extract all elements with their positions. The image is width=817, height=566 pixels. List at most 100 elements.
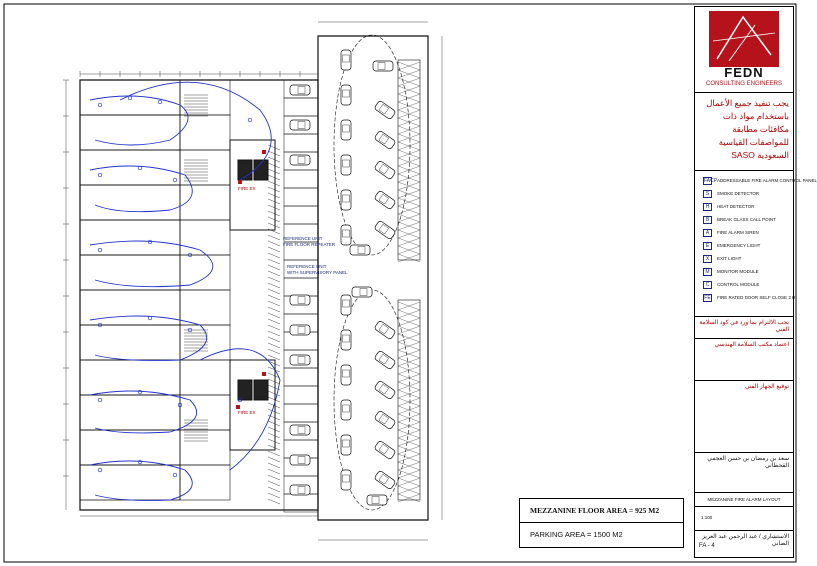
wall-hatch xyxy=(267,432,281,439)
wall-hatch xyxy=(267,372,281,379)
car-window xyxy=(378,443,389,455)
core-room xyxy=(229,139,276,231)
parked-car xyxy=(340,329,352,351)
scale-value: 1:100 xyxy=(701,515,713,520)
ramp-hatch xyxy=(397,253,421,263)
parking-side-bay xyxy=(283,367,319,387)
car-window xyxy=(297,326,306,334)
unit-service-room xyxy=(179,359,231,396)
ramp-hatch xyxy=(397,237,421,247)
smoke-detector-icon xyxy=(97,102,103,108)
parking-side-bay xyxy=(283,277,319,297)
core-room xyxy=(229,359,276,451)
ramp-hatch xyxy=(397,341,421,351)
parked-car xyxy=(374,350,396,370)
smoke-detector-icon xyxy=(247,117,253,123)
ramp-hatch xyxy=(397,245,421,255)
ramp-hatch xyxy=(397,189,421,199)
wall-hatch xyxy=(267,438,281,445)
fire-ex-label-1: FIRE EX xyxy=(238,186,256,191)
unit-service-room xyxy=(179,464,231,501)
ramp-hatch xyxy=(397,421,421,431)
unit-room xyxy=(79,149,181,186)
unit-room xyxy=(79,324,181,361)
wall-hatch xyxy=(267,270,281,277)
project-label: MEZZANINE FIRE ALARM LAYOUT xyxy=(695,493,793,507)
legend-label: SMOKE DETECTOR xyxy=(717,191,760,196)
car-body xyxy=(374,130,396,150)
parked-car xyxy=(340,364,352,386)
legend-label: MONITOR MODULE xyxy=(717,269,759,274)
ramp-hatch xyxy=(397,493,421,503)
ramp-hatch xyxy=(397,325,421,335)
car-body xyxy=(374,380,396,400)
car-body xyxy=(374,440,396,460)
car-window xyxy=(378,353,389,365)
parking-side-bay xyxy=(283,493,319,513)
car-window xyxy=(297,296,306,304)
wall-hatch xyxy=(267,204,281,211)
wall-hatch xyxy=(267,156,281,163)
wall-hatch xyxy=(267,366,281,373)
car-body xyxy=(374,470,396,490)
parked-car xyxy=(340,49,352,71)
call-point-icon xyxy=(262,150,266,154)
smoke-detector-icon xyxy=(137,389,143,395)
wall-hatch xyxy=(267,276,281,283)
parked-car xyxy=(289,294,311,306)
parking-area-text: PARKING AREA = 1500 M2 xyxy=(530,530,623,539)
car-window xyxy=(297,86,306,94)
ramp-hatch xyxy=(397,213,421,223)
smoke-detector-icon xyxy=(177,402,183,408)
car-body xyxy=(374,190,396,210)
legend-symbol-icon: FACP xyxy=(703,177,718,185)
safety-office-approval: اعتماد مكتب السلامة الهندسي xyxy=(695,339,793,381)
drawing-number: FA - 4 xyxy=(699,543,715,549)
alarm-loop xyxy=(119,81,272,181)
legend-label: HEAT DETECTOR xyxy=(717,204,755,209)
drawing-sheet: REFERENCE UNIT FIRE FLOOR REPEATER REFER… xyxy=(3,3,817,563)
unit-room xyxy=(79,184,181,221)
parking-side-bay xyxy=(283,403,319,423)
legend-label: EMERGENCY LIGHT xyxy=(717,243,761,248)
wall-hatch xyxy=(267,198,281,205)
ramp-hatch xyxy=(397,453,421,463)
unit-service-room xyxy=(179,289,231,326)
wall-hatch xyxy=(267,162,281,169)
car-window xyxy=(378,323,389,335)
parked-car xyxy=(366,494,388,506)
wall-hatch xyxy=(267,408,281,415)
parking-side-bay xyxy=(283,169,319,189)
smoke-detector-icon xyxy=(172,472,178,478)
ramp-hatch xyxy=(397,405,421,415)
parking-side-bay xyxy=(283,259,319,279)
wall-hatch xyxy=(267,492,281,499)
wall-hatch xyxy=(267,240,281,247)
logo-section: FEDN CONSULTING ENGINEERS xyxy=(695,7,793,93)
wall-hatch xyxy=(267,480,281,487)
legend-symbol-icon: C xyxy=(703,281,712,289)
floor-plan xyxy=(3,3,797,563)
unit-room xyxy=(79,394,181,431)
parked-car xyxy=(374,100,396,120)
car-window xyxy=(377,62,386,70)
parked-car xyxy=(374,190,396,210)
parked-car xyxy=(289,119,311,131)
call-point-icon xyxy=(236,405,240,409)
unit-room xyxy=(79,464,181,501)
wall-hatch xyxy=(267,444,281,451)
car-window xyxy=(378,383,389,395)
car-window xyxy=(359,288,368,296)
legend-symbol-icon: M xyxy=(703,268,712,276)
technical-signature: توقيع الجهاز الفني xyxy=(695,381,793,453)
unit-room xyxy=(79,219,181,256)
legend-label: ADDRESSABLE FIRE ALARM CONTROL PANEL xyxy=(717,178,817,183)
car-window xyxy=(297,456,306,464)
ramp-hatch xyxy=(397,357,421,367)
car-window xyxy=(342,89,350,98)
parking-side-bay xyxy=(283,187,319,207)
